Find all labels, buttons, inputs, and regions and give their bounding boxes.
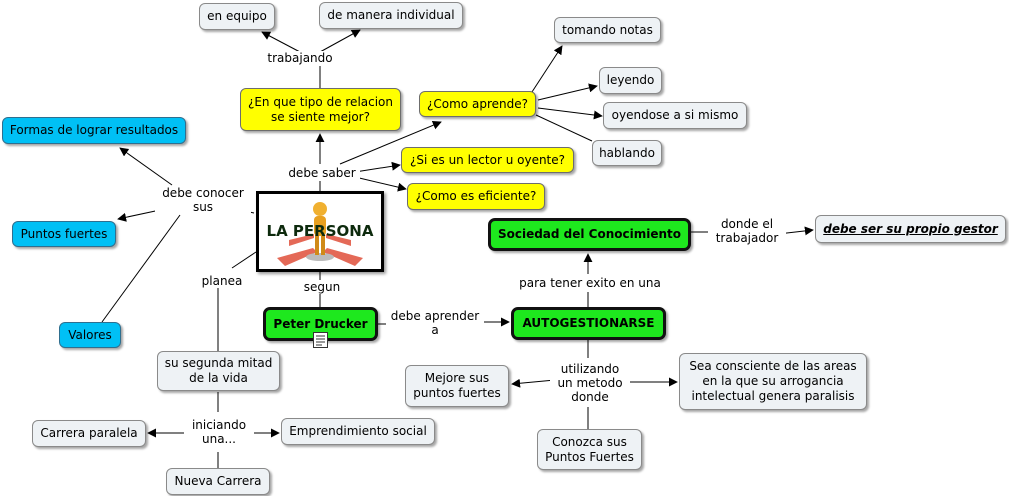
node-puntos-fuertes[interactable]: Puntos fuertes — [12, 221, 116, 247]
question-como-aprende[interactable]: ¿Como aprende? — [419, 91, 536, 117]
link-planea: planea — [194, 274, 250, 288]
link-debe-aprender-a: debe aprender a — [386, 309, 484, 337]
node-hablando[interactable]: hablando — [592, 140, 662, 166]
central-concept-la-persona[interactable]: LA PERSONA — [256, 191, 384, 272]
question-tipo-de-relacion[interactable]: ¿En que tipo de relacion se siente mejor… — [240, 88, 401, 131]
link-segun: segun — [296, 280, 348, 294]
link-donde-el-trabajador: donde el trabajador — [708, 217, 786, 245]
link-para-tener-exito: para tener exito en una — [510, 276, 670, 290]
node-debe-ser-su-propio-gestor[interactable]: debe ser su propio gestor — [815, 215, 1006, 243]
node-en-equipo[interactable]: en equipo — [199, 3, 275, 30]
person-figure-crossroads-icon — [277, 202, 363, 266]
document-icon[interactable] — [313, 332, 328, 348]
node-sea-consciente[interactable]: Sea consciente de las areas en la que su… — [679, 353, 867, 410]
node-autogestionarse[interactable]: AUTOGESTIONARSE — [511, 307, 666, 340]
node-su-segunda-mitad-de-la-vida[interactable]: su segunda mitad de la vida — [157, 351, 280, 391]
node-leyendo[interactable]: leyendo — [599, 67, 662, 94]
node-valores[interactable]: Valores — [59, 322, 121, 348]
node-conozca-sus-puntos-fuertes[interactable]: Conozca sus Puntos Fuertes — [537, 429, 642, 470]
question-como-es-eficiente[interactable]: ¿Como es eficiente? — [407, 183, 545, 210]
node-mejore-sus-puntos-fuertes[interactable]: Mejore sus puntos fuertes — [405, 365, 509, 407]
link-debe-conocer-sus: debe conocer sus — [155, 186, 251, 214]
link-trabajando: trabajando — [260, 51, 340, 65]
link-utilizando-un-metodo-donde: utilizando un metodo donde — [550, 362, 630, 404]
node-emprendimiento-social[interactable]: Emprendimiento social — [281, 418, 435, 445]
link-iniciando-una: iniciando una... — [184, 418, 254, 446]
central-concept-title: LA PERSONA — [266, 222, 374, 240]
node-formas-de-lograr-resultados[interactable]: Formas de lograr resultados — [2, 117, 186, 144]
node-nueva-carrera[interactable]: Nueva Carrera — [166, 468, 270, 495]
link-debe-saber: debe saber — [284, 166, 360, 180]
question-lector-u-oyente[interactable]: ¿Si es un lector u oyente? — [401, 147, 574, 173]
node-tomando-notas[interactable]: tomando notas — [554, 17, 661, 43]
node-oyendose-a-si-mismo[interactable]: oyendose a si mismo — [603, 102, 747, 129]
node-de-manera-individual[interactable]: de manera individual — [319, 2, 463, 29]
node-carrera-paralela[interactable]: Carrera paralela — [32, 420, 146, 447]
node-sociedad-del-conocimiento[interactable]: Sociedad del Conocimiento — [488, 218, 691, 251]
